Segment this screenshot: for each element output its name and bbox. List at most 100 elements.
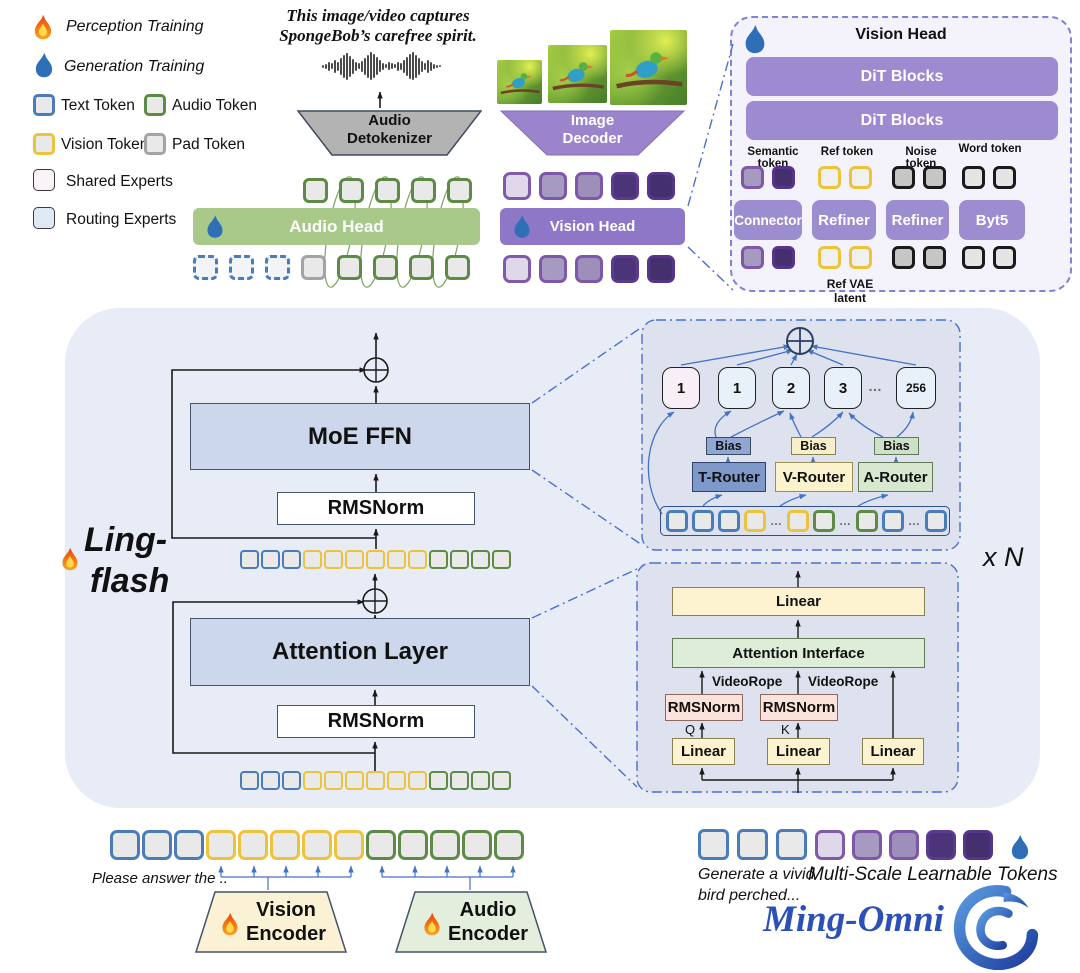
token-a xyxy=(471,550,490,569)
token-p1 xyxy=(503,255,531,283)
v-bias-box: Bias xyxy=(791,437,836,455)
token-a xyxy=(339,178,364,203)
legend-audio-token-label: Audio Token xyxy=(172,97,258,114)
token-a xyxy=(375,178,400,203)
generation-flame-icon-bottom xyxy=(1007,832,1033,862)
vision-head-flame-icon xyxy=(510,213,534,240)
generation-flame-icon xyxy=(31,50,57,80)
audio-encoder-label: Audio Encoder xyxy=(447,899,529,945)
text-prompt-right: Generate a vivid bird perched... xyxy=(698,866,815,904)
noise-token-pair-top xyxy=(892,166,946,189)
token-t xyxy=(174,830,204,860)
token-p3 xyxy=(575,255,603,283)
token-v xyxy=(744,510,766,532)
token-t xyxy=(282,550,301,569)
rmsnorm-k-box: RMSNorm xyxy=(760,694,838,721)
token-v xyxy=(238,830,268,860)
ref-vae-latent-label: Ref VAE latent xyxy=(826,277,874,305)
token-a xyxy=(373,255,398,280)
vision-encoder-label: Vision Encoder xyxy=(245,899,327,945)
token-p4 xyxy=(926,830,956,860)
token-p5 xyxy=(647,255,675,283)
a-bias-box: Bias xyxy=(874,437,919,455)
routing-expert-256: 256 xyxy=(896,367,936,409)
ref-token-pair-top xyxy=(818,166,872,189)
legend-shared-experts-label: Shared Experts xyxy=(66,173,173,190)
token-p2 xyxy=(741,246,764,269)
token-a xyxy=(430,830,460,860)
learnable-token-row xyxy=(815,830,993,860)
shared-expert-1: 1 xyxy=(662,367,700,409)
byt5-block: Byt5 xyxy=(959,200,1025,240)
audio-detokenizer-label: Audio Detokenizer xyxy=(346,112,433,147)
brand-wordmark: Ming-Omni xyxy=(763,899,944,940)
ling-flash-label: Ling- flash xyxy=(84,521,170,600)
token-v xyxy=(270,830,300,860)
token-w xyxy=(962,166,985,189)
token-v xyxy=(324,550,343,569)
refiner-block-1: Refiner xyxy=(812,200,876,240)
v-router-box: V-Router xyxy=(775,462,853,492)
token-a xyxy=(411,178,436,203)
legend-text-token-swatch xyxy=(33,94,55,116)
brand-logo-swirl xyxy=(953,884,1039,970)
token-n xyxy=(892,166,915,189)
token-a xyxy=(462,830,492,860)
token-a xyxy=(856,510,878,532)
token-p2 xyxy=(741,166,764,189)
token-p3 xyxy=(575,172,603,200)
linear-v-box: Linear xyxy=(862,738,924,765)
vision-bottom-token-row xyxy=(503,255,675,283)
legend-shared-experts-swatch xyxy=(33,169,55,191)
ling-flash-fire-icon xyxy=(58,545,82,573)
token-ref xyxy=(818,166,841,189)
audio-bottom-token-row xyxy=(193,255,470,280)
noise-token-pair-bottom xyxy=(892,246,946,269)
token-t xyxy=(261,771,280,790)
routing-expert-1: 1 xyxy=(718,367,756,409)
token-t xyxy=(240,771,259,790)
legend-text-token-label: Text Token xyxy=(61,97,135,114)
ellipsis: … xyxy=(770,514,783,528)
linear-q-box: Linear xyxy=(672,738,735,765)
videorope-label-k: VideoRope xyxy=(808,674,879,689)
token-v xyxy=(366,550,385,569)
image-decoder-label: Image Decoder xyxy=(562,112,623,147)
router-input-token-strip: ……… xyxy=(660,506,950,536)
legend-vision-token-label: Vision Token xyxy=(61,136,149,153)
token-td xyxy=(265,255,290,280)
backbone-bottom-token-row xyxy=(240,771,511,790)
token-a xyxy=(337,255,362,280)
token-t xyxy=(110,830,140,860)
token-v xyxy=(303,771,322,790)
bird-image-small xyxy=(497,60,542,104)
token-t xyxy=(261,550,280,569)
attention-interface-box: Attention Interface xyxy=(672,638,925,668)
encoder-output-token-row xyxy=(110,830,524,860)
audio-head-flame-icon xyxy=(203,213,227,240)
token-a xyxy=(447,178,472,203)
token-t xyxy=(737,829,768,860)
audio-detokenizer xyxy=(297,110,482,156)
encoder-fanout-arrows xyxy=(218,865,516,890)
vision-head-panel-title: Vision Head xyxy=(855,26,947,43)
routing-expert-2: 2 xyxy=(772,367,810,409)
rmsnorm-bottom-block: RMSNorm xyxy=(277,705,475,738)
token-p4 xyxy=(611,172,639,200)
ellipsis: … xyxy=(839,514,852,528)
attention-layer-block: Attention Layer xyxy=(190,618,530,686)
token-a xyxy=(813,510,835,532)
token-p xyxy=(301,255,326,280)
legend-routing-experts-swatch xyxy=(33,207,55,229)
token-v xyxy=(387,550,406,569)
word-token-pair-bottom xyxy=(962,246,1016,269)
token-t xyxy=(692,510,714,532)
token-p5 xyxy=(647,172,675,200)
token-a xyxy=(450,550,469,569)
attention-output-linear: Linear xyxy=(672,587,925,616)
token-p5 xyxy=(963,830,993,860)
token-a xyxy=(445,255,470,280)
token-v xyxy=(366,771,385,790)
q-label: Q xyxy=(685,722,696,737)
